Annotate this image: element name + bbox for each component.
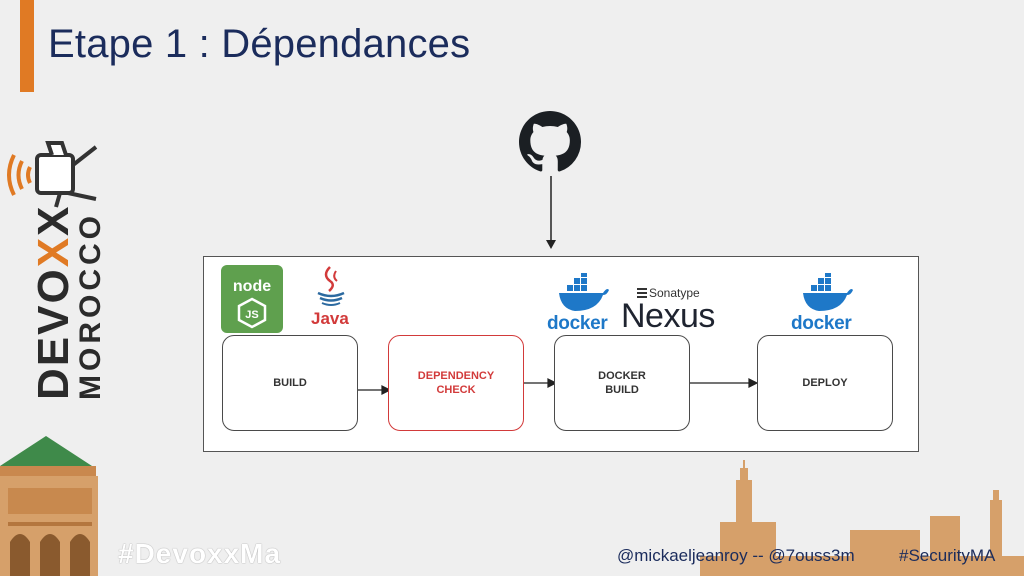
event-tag: #SecurityMA bbox=[899, 546, 996, 565]
stage-build-label: BUILD bbox=[273, 377, 307, 389]
title-accent-bar bbox=[20, 0, 34, 92]
svg-text:JS: JS bbox=[245, 309, 258, 321]
speaker-handles: @mickaeljeanroy -- @7ouss3m bbox=[617, 546, 855, 565]
devoxx-morocco-logo: DEVOXX MOROCCO bbox=[7, 141, 107, 400]
java-cup-icon bbox=[317, 266, 345, 306]
devoxx-mascot-icon bbox=[7, 141, 98, 208]
stage-deploy: DEPLOY bbox=[757, 335, 893, 431]
ci-pipeline: node JS Java docker Sonatype Nexus bbox=[203, 256, 919, 452]
docker-whale-icon bbox=[559, 273, 609, 311]
docker-wordmark: docker bbox=[547, 313, 608, 334]
github-icon bbox=[519, 111, 581, 172]
arrow-docker-to-deploy bbox=[748, 378, 759, 388]
gate-illustration bbox=[0, 436, 98, 576]
nexus-wordmark: Nexus bbox=[621, 297, 715, 335]
sonatype-icon bbox=[637, 288, 647, 298]
morocco-wordmark: MOROCCO bbox=[74, 212, 107, 400]
nodejs-logo-icon: node JS bbox=[221, 265, 283, 333]
stage-docker-build: DOCKER BUILD bbox=[554, 335, 690, 431]
stage-dependency-check: DEPENDENCY CHECK bbox=[388, 335, 524, 431]
slide-title: Etape 1 : Dépendances bbox=[48, 22, 471, 66]
arrow-build-to-check bbox=[381, 385, 392, 395]
svg-text:node: node bbox=[233, 278, 271, 295]
docker-whale-icon bbox=[803, 273, 853, 311]
stage-connectors bbox=[358, 378, 759, 395]
devoxx-wordmark: DEVOXX bbox=[29, 205, 78, 400]
sonatype-wordmark: Sonatype bbox=[649, 286, 700, 300]
docker-wordmark: docker bbox=[791, 313, 852, 334]
stage-build: BUILD bbox=[222, 335, 358, 431]
arrow-check-to-docker bbox=[547, 378, 558, 388]
skyline-silhouette bbox=[700, 460, 1024, 576]
stage-docker-build-label: DOCKER BUILD bbox=[598, 370, 646, 396]
java-wordmark: Java bbox=[311, 309, 349, 328]
source-arrow bbox=[546, 176, 556, 249]
stage-dependency-check-label: DEPENDENCY CHECK bbox=[417, 370, 495, 396]
devoxx-hashtag: #DevoxxMa bbox=[118, 538, 282, 569]
stage-deploy-label: DEPLOY bbox=[802, 377, 848, 389]
